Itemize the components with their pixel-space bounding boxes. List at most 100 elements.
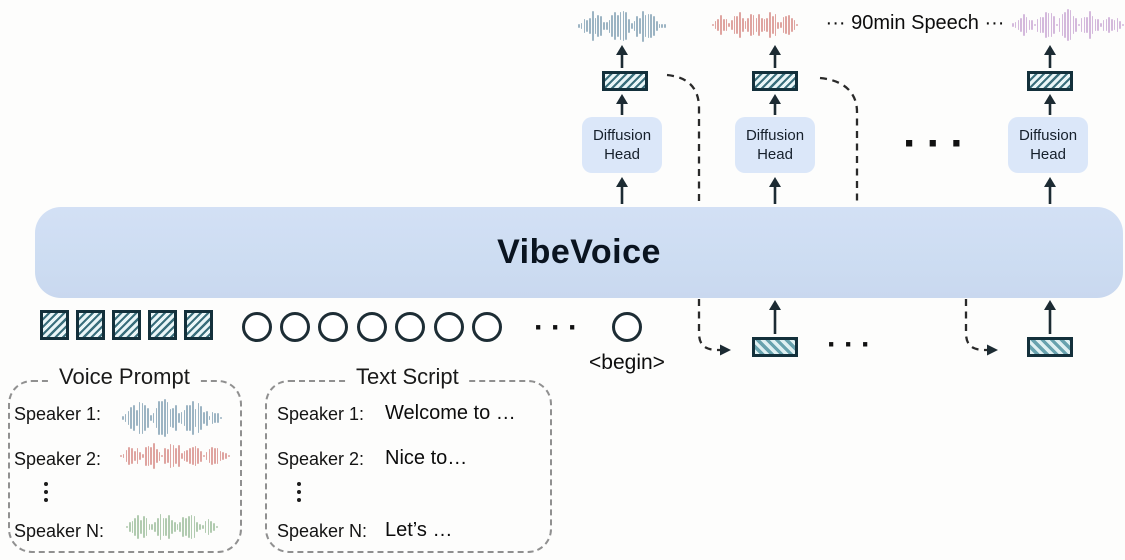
waveform-bar: [722, 19, 725, 31]
waveform-bar: [144, 404, 147, 432]
waveform-bar: [186, 449, 189, 463]
waveform-bar: [131, 521, 134, 533]
waveform-bar: [189, 405, 191, 431]
waveform-bar: [1061, 13, 1064, 37]
waveform-bar: [217, 413, 219, 423]
vibevoice-model-band: VibeVoice: [35, 207, 1123, 298]
voice-prompt-vertical-ellipsis-icon: [44, 478, 48, 506]
waveform-bar: [140, 519, 142, 535]
text-script-speaker-2-text: Nice to…: [385, 447, 468, 469]
waveform-bar: [1017, 20, 1020, 30]
voice-prompt-token-2: [76, 310, 105, 340]
waveform-bar: [1097, 19, 1099, 31]
diffusion-head-1: Diffusion Head: [582, 117, 662, 173]
waveform-bar: [149, 415, 152, 421]
generated-row-ellipsis: ···: [827, 328, 878, 361]
voice-prompt-token-5: [184, 310, 213, 340]
waveform-bar: [203, 412, 205, 424]
text-token-2: [280, 312, 310, 342]
waveform-bar: [1031, 20, 1033, 30]
waveform-bar: [796, 24, 798, 26]
waveform-bar: [644, 14, 647, 38]
waveform-bar: [779, 22, 782, 28]
waveform-bar: [1050, 12, 1053, 38]
waveform-bar: [661, 23, 664, 29]
generated-latent-box-2: [1027, 337, 1073, 357]
waveform-bar: [608, 19, 611, 33]
waveform-bar: [664, 24, 666, 28]
waveform-bar: [793, 20, 796, 30]
waveform-bar: [175, 448, 177, 464]
waveform-bar: [171, 520, 173, 534]
waveform-bar: [126, 525, 128, 529]
waveform-bar: [134, 518, 137, 536]
waveform-bar: [625, 12, 627, 40]
waveform-bar: [1058, 17, 1061, 33]
waveform-bar: [605, 22, 608, 30]
waveform-bar: [766, 17, 769, 33]
waveform-bar: [193, 515, 196, 539]
waveform-bar: [153, 443, 155, 469]
acoustic-latent-box-2: [752, 71, 798, 91]
waveform-bar: [1020, 18, 1022, 32]
waveform-bar: [639, 17, 641, 35]
waveform-bar: [205, 410, 208, 426]
up-arrow: [769, 300, 781, 334]
waveform-bar: [731, 20, 733, 30]
waveform-bar: [1100, 23, 1102, 27]
up-arrow: [769, 177, 781, 204]
waveform-bar: [214, 413, 216, 423]
waveform-bar: [154, 522, 156, 532]
voice-prompt-speaker-1-label: Speaker 1:: [14, 404, 102, 424]
waveform-bar: [173, 522, 176, 532]
waveform-bar: [1105, 18, 1108, 32]
waveform-bar: [145, 518, 148, 536]
waveform-bar: [736, 15, 739, 35]
waveform-bar: [1036, 18, 1039, 32]
output-waveform-3: [1012, 8, 1124, 42]
waveform-bar: [647, 14, 650, 38]
text-script-speaker-2-label: Speaker 2:: [277, 449, 365, 469]
waveform-bar: [728, 22, 730, 28]
waveform-bar: [207, 519, 210, 535]
waveform-bar: [164, 447, 166, 465]
waveform-bar: [180, 411, 183, 425]
up-arrow: [769, 45, 781, 68]
waveform-bar: [589, 17, 591, 35]
waveform-bar: [182, 517, 184, 537]
waveform-bar: [758, 14, 760, 36]
waveform-bar: [714, 21, 717, 29]
waveform-bar: [653, 15, 655, 37]
waveform-bar: [189, 448, 191, 464]
waveform-bar: [133, 451, 136, 461]
waveform-bar: [183, 410, 186, 426]
voice-prompt-speaker-2-label: Speaker 2:: [14, 449, 102, 469]
speech-duration-label: ··· 90min Speech ···: [825, 12, 1005, 34]
up-arrow: [1044, 94, 1056, 115]
waveform-bar: [739, 12, 741, 38]
waveform-bar: [191, 400, 194, 436]
waveform-bar: [205, 451, 208, 461]
waveform-bar: [122, 416, 124, 420]
waveform-bar: [151, 524, 153, 530]
waveform-bar: [725, 19, 728, 31]
output-waveform-1: [578, 6, 666, 46]
waveform-bar: [186, 404, 189, 432]
waveform-bar: [208, 449, 211, 463]
waveform-bar: [769, 12, 771, 38]
diffusion-head-label-line2: Head: [757, 146, 793, 163]
waveform-bar: [790, 18, 793, 32]
waveform-bar: [210, 520, 213, 534]
text-script-speaker-1-label: Speaker 1:: [277, 404, 365, 424]
text-token-7: [472, 312, 502, 342]
voice-prompt-token-3: [112, 310, 141, 340]
waveform-bar: [720, 14, 722, 36]
waveform-bar: [1069, 9, 1072, 41]
waveform-bar: [583, 19, 586, 33]
waveform-bar: [202, 454, 205, 458]
waveform-bar: [222, 452, 225, 460]
waveform-bar: [1086, 17, 1088, 33]
waveform-bar: [124, 414, 127, 422]
waveform-bar: [614, 11, 616, 41]
waveform-bar: [172, 445, 175, 467]
